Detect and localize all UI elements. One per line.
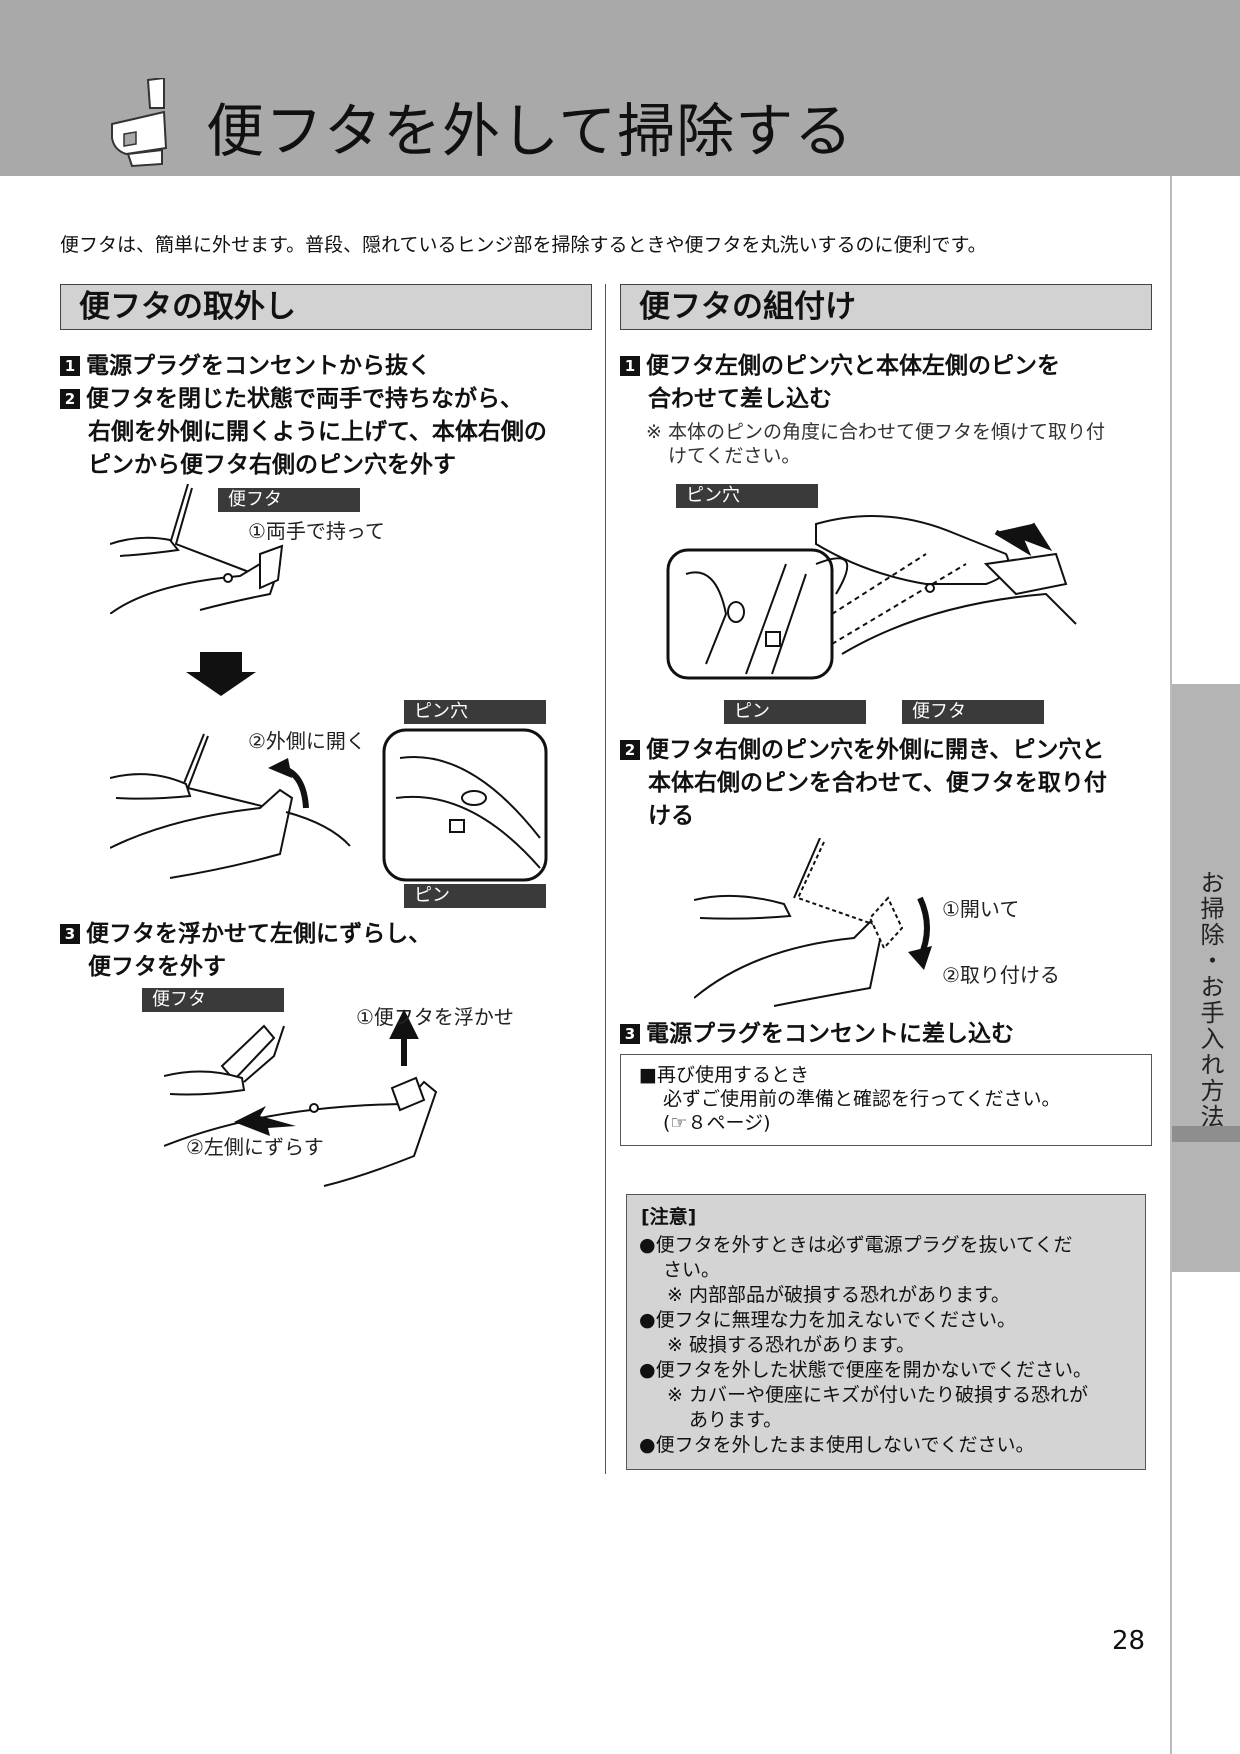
reuse-info-box: ■再び使用するとき 必ずご使用前の準備と確認を行ってください。 (☞８ページ) [620,1054,1152,1146]
removal-step-2: 2 便フタを閉じた状態で両手で持ちながら、 右側を外側に開くように上げて、本体右側… [60,383,547,482]
caution-line: ※ 内部部品が破損する恐れがあります。 [667,1284,1011,1306]
section-heading-text: 便フタの組付け [639,289,856,325]
caution-line: ●便フタを外すときは必ず電源プラグを抜いてくだ [639,1234,1073,1256]
caution-line: ●便フタを外した状態で便座を開かないでください。 [639,1359,1093,1381]
label-pin: ピン [404,884,546,908]
assembly-step-3: 3 電源プラグをコンセントに差し込む [620,1018,1014,1051]
page-header: 便フタを外して掃除する [0,0,1240,176]
info-text: 必ずご使用前の準備と確認を行ってください。 [663,1088,1061,1110]
info-title: ■再び使用するとき [639,1064,809,1086]
step-text: 便フタ右側のピン穴を外側に開き、ピン穴と [646,737,1105,763]
info-page-reference: (☞８ページ) [663,1112,771,1134]
step-number: 1 [620,356,640,376]
caution-line: ●便フタに無理な力を加えないでください。 [639,1309,1017,1331]
label-lid: 便フタ [218,488,360,512]
caution-line: ●便フタを外したまま使用しないでください。 [639,1434,1035,1456]
caution-line: ※ カバーや便座にキズが付いたり破損する恐れが [667,1384,1088,1406]
step-text: ける [648,803,694,829]
removal-step-1: 1 電源プラグをコンセントから抜く [60,350,431,383]
right-margin-line [1170,176,1172,1754]
caution-line: さい。 [663,1259,721,1281]
caption-slide-left: ②左側にずらす [186,1135,324,1159]
illustration-open-and-attach [694,838,932,1007]
step-text: 右側を外側に開くように上げて、本体右側の [88,419,547,445]
section-heading-assembly: 便フタの組付け [620,284,1152,330]
section-heading-text: 便フタの取外し [79,289,296,325]
page-number: 28 [1112,1626,1146,1656]
label-pin-hole: ピン穴 [404,700,546,724]
step-text: 便フタ左側のピン穴と本体左側のピンを [646,353,1060,379]
step-text: 合わせて差し込む [648,386,832,412]
step-text: 便フタを外す [88,954,226,980]
caution-line: ※ 破損する恐れがあります。 [667,1334,916,1356]
illustration-hands-holding-lid [110,484,284,614]
caption-lift-lid: ①便フタを浮かせ [356,1005,514,1029]
side-tab-label: お掃除・お手入れ方法 [1196,870,1224,1130]
caution-line: あります。 [689,1409,783,1431]
note-line: ※ 本体のピンの角度に合わせて便フタを傾けて取り付 [646,421,1105,443]
side-tab: お掃除・お手入れ方法 [1172,684,1240,1272]
intro-text: 便フタは、簡単に外せます。普段、隠れているヒンジ部を掃除するときや便フタを丸洗い… [60,234,987,256]
step-number: 2 [620,740,640,760]
removal-step-3: 3 便フタを浮かせて左側にずらし、 便フタを外す [60,918,431,984]
step-number: 2 [60,389,80,409]
step-text: ピンから便フタ右側のピン穴を外す [88,452,456,478]
step-number: 1 [60,356,80,376]
step-text: 便フタを浮かせて左側にずらし、 [86,921,432,947]
illustration-insert-left-pin [666,515,1077,680]
caption-hold-with-both-hands: ①両手で持って [248,519,385,543]
step-number: 3 [60,924,80,944]
step-text: 電源プラグをコンセントから抜く [86,353,431,379]
caution-box: [注意] ●便フタを外すときは必ず電源プラグを抜いてくだ さい。 ※ 内部部品が… [626,1194,1146,1470]
page-title: 便フタを外して掃除する [206,97,854,165]
label-lid: 便フタ [902,700,1044,724]
label-pin: ピン [724,700,866,724]
step-text: 電源プラグをコンセントに差し込む [646,1021,1014,1047]
side-tab-divider [1172,1126,1240,1142]
caution-title: [注意] [641,1206,697,1228]
illustration-lift-and-slide [164,1009,438,1187]
caption-open: ①開いて [942,897,1020,921]
step-text: 便フタを閉じた状態で両手で持ちながら、 [86,386,523,412]
assembly-step-1-note: ※ 本体のピンの角度に合わせて便フタを傾けて取り付 けてください。 [646,420,1105,468]
down-arrow-icon [186,652,256,696]
column-divider [605,284,606,1474]
step-text: 本体右側のピンを合わせて、便フタを取り付 [648,770,1107,796]
assembly-step-1: 1 便フタ左側のピン穴と本体左側のピンを 合わせて差し込む [620,350,1060,416]
section-heading-removal: 便フタの取外し [60,284,592,330]
caption-open-outward: ②外側に開く [248,729,366,753]
label-lid: 便フタ [142,988,284,1012]
step-number: 3 [620,1024,640,1044]
caption-attach: ②取り付ける [942,963,1060,987]
label-pin-hole: ピン穴 [676,484,818,508]
assembly-step-2: 2 便フタ右側のピン穴を外側に開き、ピン穴と 本体右側のピンを合わせて、便フタを取… [620,734,1107,833]
note-line: けてください。 [668,445,801,467]
illustration-opening-outward [110,728,548,882]
toilet-icon [111,78,168,168]
